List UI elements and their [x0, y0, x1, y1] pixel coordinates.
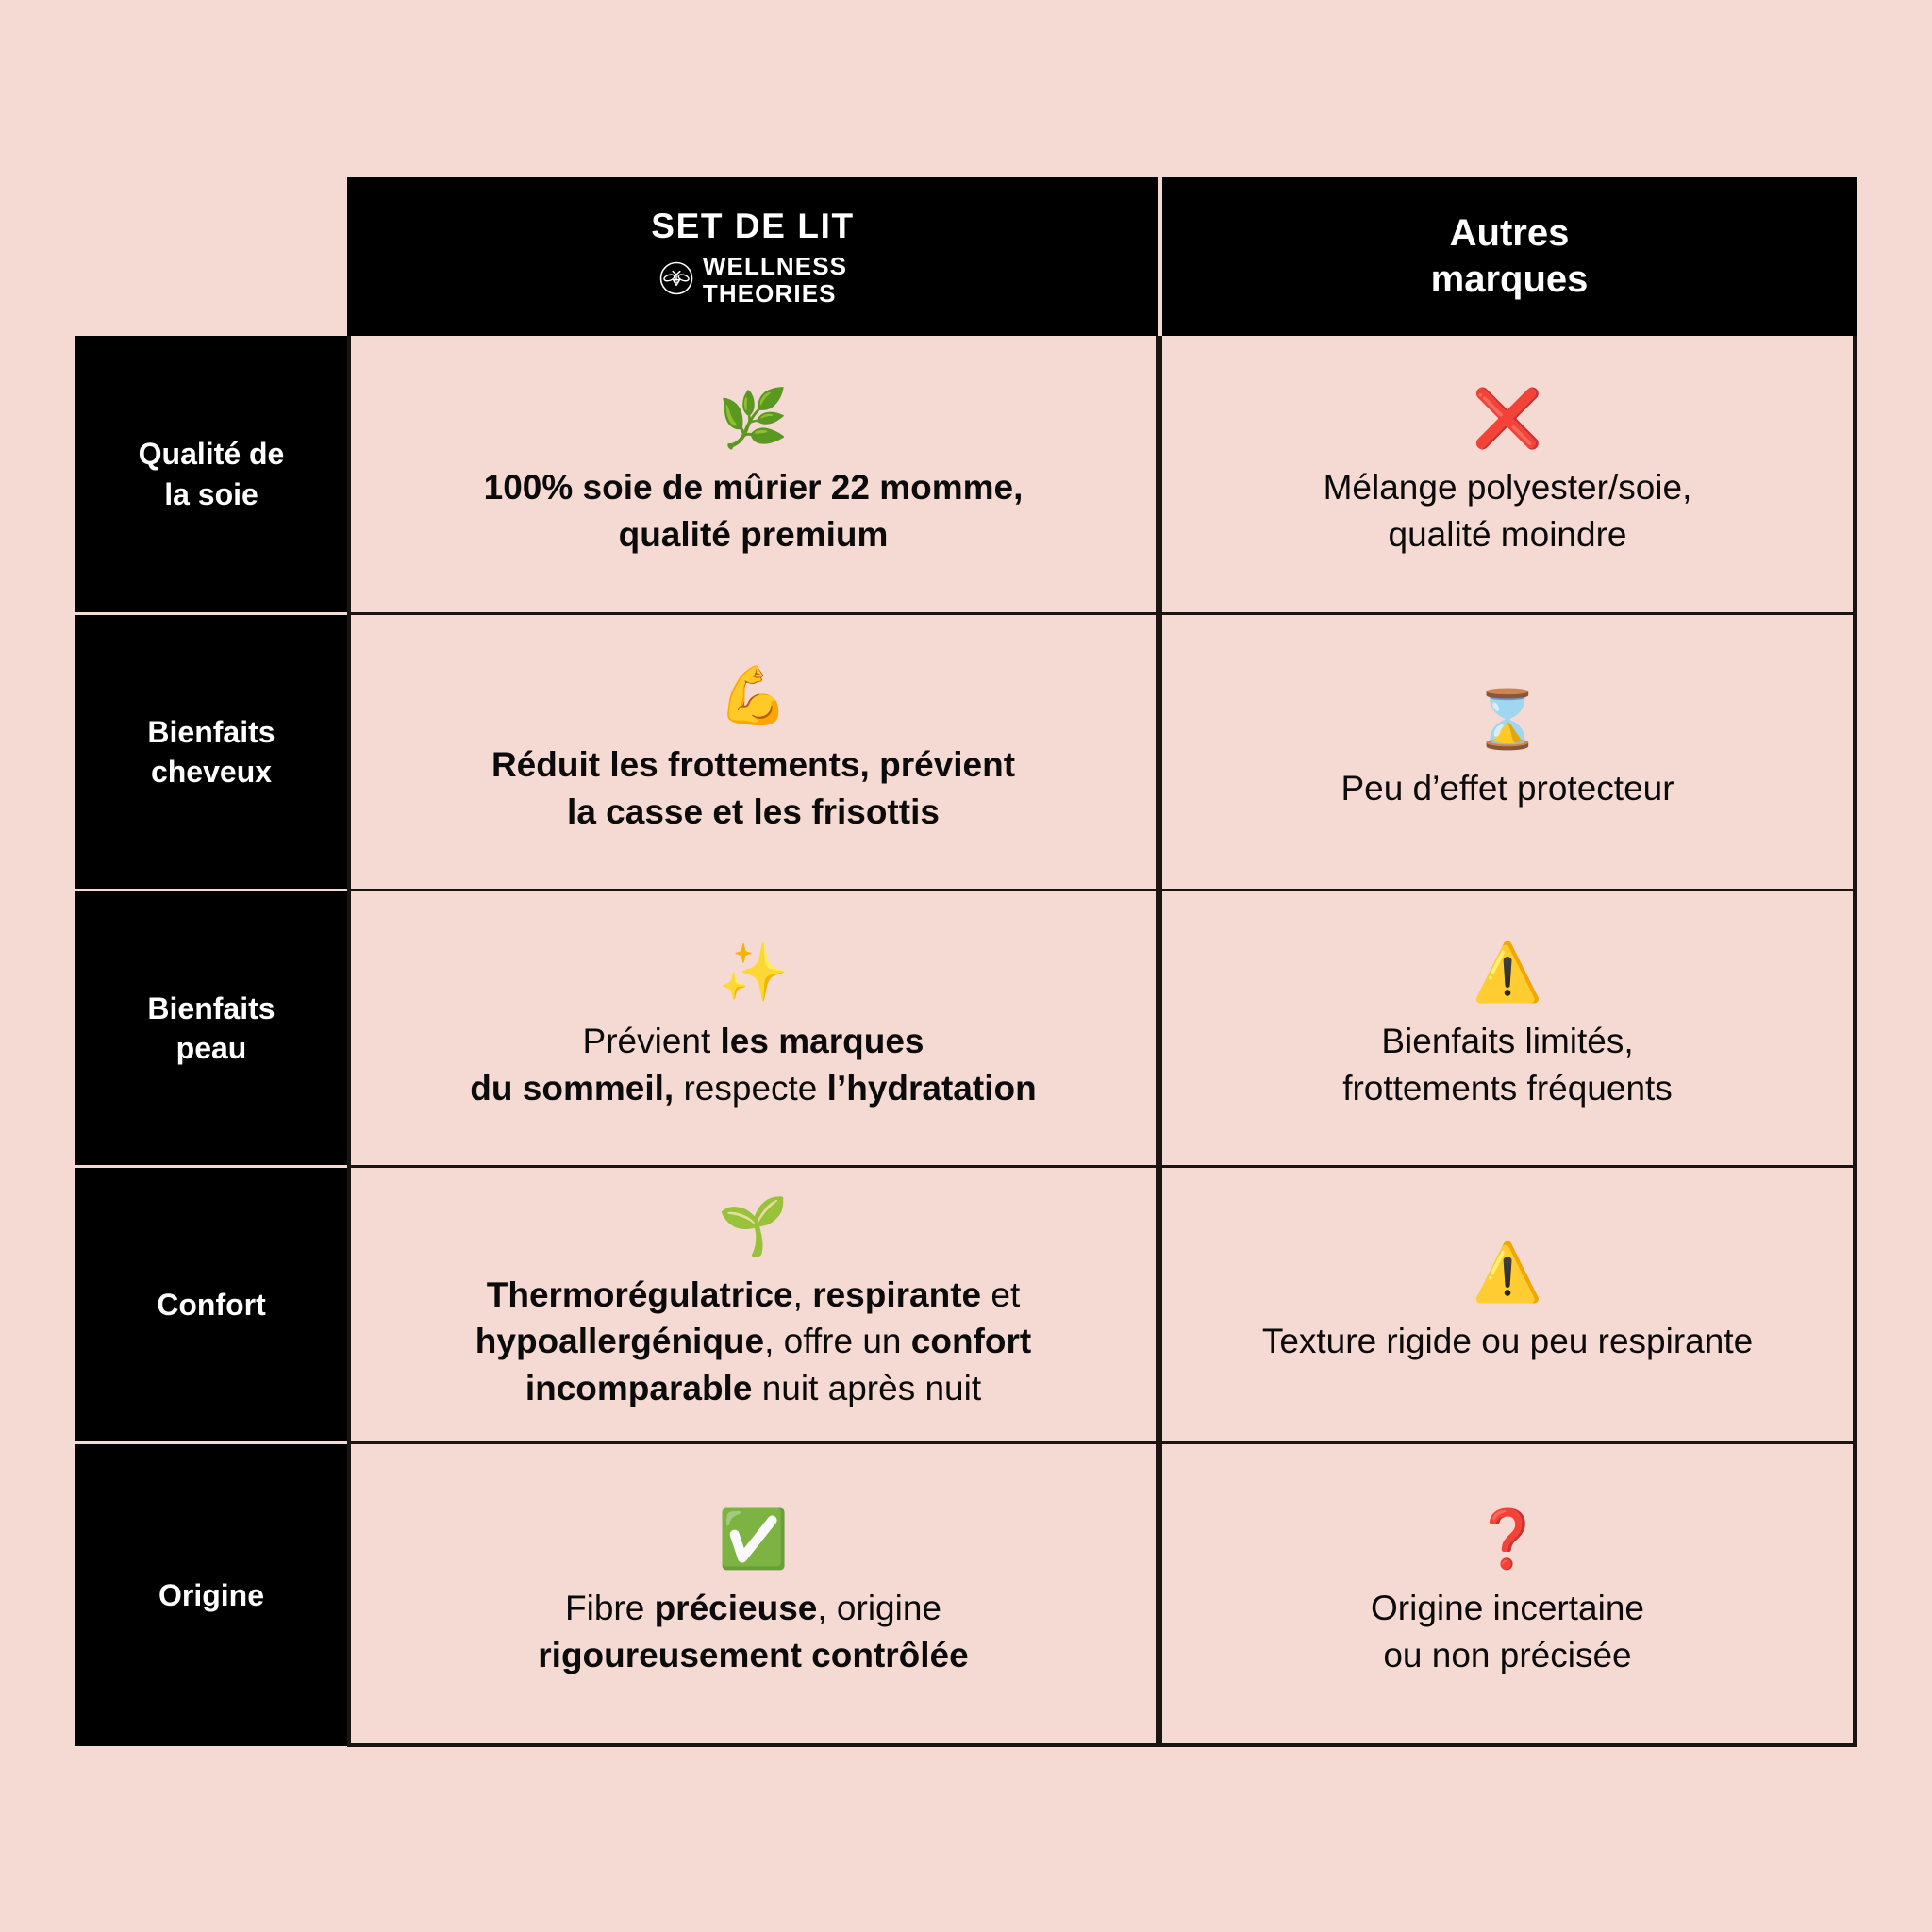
row-label-line-1: Qualité de: [138, 437, 285, 472]
red-cross-mark-emoji: ❌: [1472, 386, 1543, 450]
row-label-text: Origine: [158, 1577, 264, 1612]
comparison-table: SET DE LIT WELL: [75, 177, 1857, 1747]
hourglass-emoji: ⌛: [1472, 688, 1543, 752]
brand-text-comfort: Thermorégulatrice, respirante et hypoall…: [475, 1272, 1031, 1412]
brand-text-line-1: Réduit les frottements, prévient: [491, 745, 1016, 785]
brand-cell-comfort: 🌱 Thermorégulatrice, respirante et hypoa…: [347, 1165, 1162, 1441]
warning-triangle-emoji: ⚠️: [1472, 941, 1543, 1005]
brand-cell-hair-benefits: 💪 Réduit les frottements, prévient la ca…: [347, 612, 1162, 889]
brand-name-line-1: WELLNESS: [702, 252, 848, 281]
row-label-comfort: Confort: [75, 1165, 347, 1441]
brand-text-line-2: du sommeil, respecte l’hydratation: [470, 1069, 1037, 1108]
bee-in-circle-icon: [658, 260, 694, 301]
brand-cell-skin-benefits: ✨ Prévient les marques du sommeil, respe…: [347, 889, 1162, 1165]
brand-text-line-1: 100% soie de mûrier 22 momme,: [483, 467, 1024, 507]
brand-text-line-1: Fibre précieuse, origine: [565, 1589, 941, 1628]
row-label-line-1: Bienfaits: [147, 714, 275, 749]
table-bottom-border: [347, 1743, 1857, 1747]
brand-text-hair-benefits: Réduit les frottements, prévient la cass…: [491, 741, 1015, 835]
other-cell-skin-benefits: ⚠️ Bienfaits limités, frottements fréque…: [1162, 889, 1857, 1165]
header-brand-title: SET DE LIT: [651, 206, 855, 245]
brand-text-skin-benefits: Prévient les marques du sommeil, respect…: [470, 1018, 1036, 1111]
brand-text-line-1: Thermorégulatrice, respirante et: [486, 1274, 1021, 1314]
other-text-origin: Origine incertaine ou non précisée: [1371, 1585, 1644, 1678]
brand-text-line-2: rigoureusement contrôlée: [538, 1636, 969, 1674]
brand-lockup: WELLNESS THEORIES: [658, 253, 847, 308]
row-label-line-2: peau: [175, 1031, 247, 1065]
brand-cell-silk-quality: 🌿 100% soie de mûrier 22 momme, qualité …: [347, 336, 1162, 612]
brand-text-silk-quality: 100% soie de mûrier 22 momme, qualité pr…: [484, 464, 1024, 558]
header-other-line-2: marques: [1430, 258, 1589, 300]
other-cell-origin: ❓ Origine incertaine ou non précisée: [1162, 1441, 1857, 1746]
header-brand-cell: SET DE LIT WELL: [347, 177, 1162, 336]
brand-text-line-3: incomparable nuit après nuit: [525, 1368, 982, 1407]
other-text-hair-benefits: Peu d’effet protecteur: [1341, 765, 1674, 812]
row-label-text: Bienfaits cheveux: [147, 712, 275, 791]
other-text-line-2: frottements fréquents: [1342, 1069, 1673, 1108]
seedling-emoji: 🌱: [718, 1193, 789, 1257]
table-grid: SET DE LIT WELL: [75, 177, 1857, 1746]
other-text-line-2: qualité moindre: [1388, 514, 1627, 554]
brand-text-line-2: la casse et les frisottis: [567, 792, 940, 831]
other-text-line-1: Origine incertaine: [1371, 1589, 1644, 1628]
row-label-silk-quality: Qualité de la soie: [75, 336, 347, 612]
header-other-line-1: Autres: [1449, 212, 1570, 255]
row-label-text: Qualité de la soie: [139, 434, 285, 513]
header-other-brands-cell: Autres marques: [1162, 177, 1857, 336]
other-text-comfort: Texture rigide ou peu respirante: [1262, 1318, 1753, 1365]
sparkles-emoji: ✨: [718, 941, 789, 1005]
white-check-mark-emoji: ✅: [718, 1507, 789, 1572]
red-question-mark-emoji: ❓: [1472, 1507, 1543, 1572]
row-label-origin: Origine: [75, 1441, 347, 1746]
other-text-silk-quality: Mélange polyester/soie, qualité moindre: [1324, 464, 1692, 558]
other-text-line-1: Bienfaits limités,: [1381, 1022, 1634, 1061]
header-corner-blank: [75, 177, 347, 336]
warning-triangle-emoji: ⚠️: [1472, 1241, 1543, 1305]
other-cell-silk-quality: ❌ Mélange polyester/soie, qualité moindr…: [1162, 336, 1857, 612]
other-text-line-1: Mélange polyester/soie,: [1323, 467, 1692, 507]
row-label-text: Bienfaits peau: [147, 989, 275, 1068]
brand-text-line-2: hypoallergénique, offre un confort: [475, 1322, 1032, 1361]
row-label-line-2: cheveux: [150, 755, 273, 789]
row-label-hair-benefits: Bienfaits cheveux: [75, 612, 347, 889]
other-text-line-2: ou non précisée: [1383, 1636, 1632, 1674]
other-text-line-1: Texture rigide ou peu respirante: [1261, 1322, 1754, 1361]
other-cell-comfort: ⚠️ Texture rigide ou peu respirante: [1162, 1165, 1857, 1441]
brand-text-line-1: Prévient les marques: [582, 1022, 924, 1061]
brand-text-line-2: qualité premium: [618, 514, 889, 554]
herb-leaf-emoji: 🌿: [718, 386, 789, 450]
row-label-text: Confort: [157, 1287, 266, 1322]
brand-name-line-2: THEORIES: [702, 279, 837, 308]
row-label-skin-benefits: Bienfaits peau: [75, 889, 347, 1165]
other-text-line-1: Peu d’effet protecteur: [1341, 769, 1674, 808]
brand-cell-origin: ✅ Fibre précieuse, origine rigoureusemen…: [347, 1441, 1162, 1746]
row-label-line-2: la soie: [164, 476, 258, 511]
other-cell-hair-benefits: ⌛ Peu d’effet protecteur: [1162, 612, 1857, 889]
other-text-skin-benefits: Bienfaits limités, frottements fréquents: [1342, 1018, 1673, 1111]
brand-name: WELLNESS THEORIES: [703, 253, 847, 308]
flexed-biceps-emoji: 💪: [718, 664, 789, 728]
row-label-line-1: Bienfaits: [147, 991, 275, 1025]
brand-text-origin: Fibre précieuse, origine rigoureusement …: [538, 1585, 968, 1678]
